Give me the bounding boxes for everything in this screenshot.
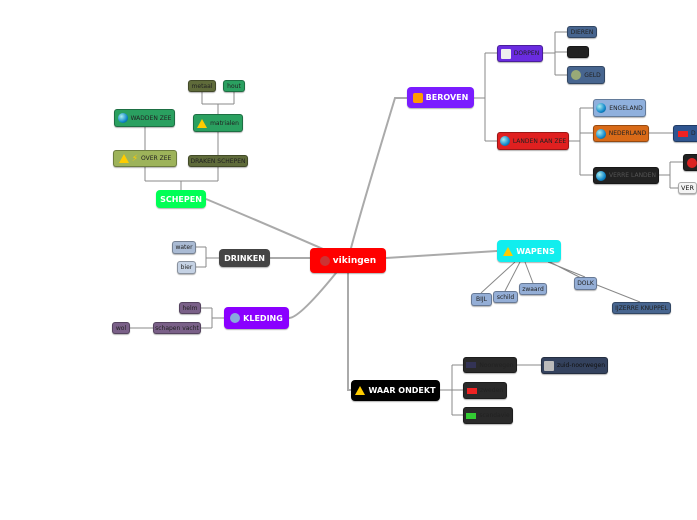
topic-label: BEROVEN [425,93,469,102]
topic-label: schild [496,293,515,301]
topic-label: zuid-noorwegen [556,362,606,369]
topic-label: DRAKEN SCHEPEN [190,157,246,165]
warning-icon [197,118,208,128]
topic-label: schapen vacht [155,324,199,332]
warning-icon [355,386,366,395]
no-entry-icon [687,157,697,168]
topic-noorwegen[interactable]: Noorwegen [463,357,517,373]
topic-label: DORPEN [513,50,540,57]
topic-bijl[interactable]: BIJL [471,293,492,306]
topic-label: metaal [191,82,213,90]
topic-wapens[interactable]: WAPENS [497,240,561,262]
topic-d[interactable]: D [673,125,697,142]
person-icon [230,313,241,323]
topic-schild[interactable]: schild [493,291,518,303]
topic-landen-aan-zee[interactable]: LANDEN AAN ZEE [497,132,569,150]
topic-label: IJZERRE KNUPPEL [615,304,668,312]
topic-verre-landen[interactable]: VERRE LANDEN [593,167,659,184]
globe-icon [596,103,607,113]
topic-label: bier [180,264,193,271]
topic-ijzerre-knuppel[interactable]: IJZERRE KNUPPEL [612,302,671,314]
checkbox-icon [543,360,554,371]
topic-label: water [175,244,193,251]
green-flag-icon [466,412,477,419]
topic-kleding[interactable]: KLEDING [224,307,289,329]
topic-eten[interactable]: ETEN [567,46,589,58]
topic-helm[interactable]: helm [179,302,201,314]
topic-geld[interactable]: GELD [567,66,605,84]
topic-metaal[interactable]: metaal [188,80,216,92]
warning-icon [503,246,514,256]
topic-wadden-zee[interactable]: WADDEN ZEE [114,109,175,127]
topic-label: hout [227,82,241,90]
note-icon [412,92,423,103]
topic-wol[interactable]: wol [112,322,130,334]
money-bag-icon [571,70,582,80]
central-topic-label: vikingen [332,255,377,266]
topic-label: SCHEPEN [160,194,202,204]
topic-label: LANDEN AAN ZEE [512,137,567,145]
topic-zweden[interactable]: zweden [463,382,507,399]
topic-dorpen[interactable]: DORPEN [497,45,543,62]
topic-label: wol [115,324,127,332]
topic-label: DIEREN [570,28,594,36]
warning-icon [118,154,129,163]
lightning-icon: ⚡ [131,153,139,164]
face-icon [319,255,330,266]
topic-bier[interactable]: bier [177,261,196,274]
topic-schepen[interactable]: SCHEPEN [156,190,206,208]
topic-label: DRINKEN [224,253,265,263]
red-flag-icon [678,130,688,137]
topic-label: helm [182,304,198,312]
topic-label: matrialen [210,119,239,127]
topic-no-entry[interactable] [683,154,697,171]
topic-label: KLEDING [243,313,283,323]
topic-zwaard[interactable]: zwaard [519,283,547,295]
globe-icon [117,113,128,123]
topic-drinken[interactable]: DRINKEN [219,249,270,267]
topic-label: scandavie [479,412,510,419]
topic-schapen-vacht[interactable]: schapen vacht [153,322,201,334]
topic-draken-schepen[interactable]: DRAKEN SCHEPEN [188,155,248,167]
topic-label: WAPENS [516,246,555,256]
house-icon [500,48,511,59]
topic-label: VER [680,184,695,192]
topic-waar-ondekt[interactable]: WAAR ONDEKT [351,380,440,401]
topic-engeland[interactable]: ENGELAND [593,99,646,117]
topic-water[interactable]: water [172,241,196,254]
topic-label: WADDEN ZEE [130,114,172,122]
topic-zuid-noorwegen[interactable]: zuid-noorwegen [541,357,608,374]
topic-label: D [691,130,696,137]
topic-label: WAAR ONDEKT [368,386,436,395]
globe-icon [499,136,510,146]
central-topic-vikingen[interactable]: vikingen [310,248,386,273]
topic-label: ETEN [570,48,586,56]
topic-label: zwaard [522,285,544,293]
topic-dieren[interactable]: DIEREN [567,26,597,38]
topic-scandavie[interactable]: scandavie [463,407,513,424]
topic-label: zweden [479,387,504,394]
topic-label: VERRE LANDEN [609,172,656,179]
topic-label: Noorwegen [479,361,514,369]
topic-label: GELD [584,71,601,79]
topic-ver[interactable]: VER [678,182,697,194]
topic-label: DOLK [577,280,594,287]
topic-label: OVER ZEE [141,155,172,162]
topic-label: BIJL [476,296,487,303]
topic-label: NEDERLAND [608,130,647,137]
globe-icon [596,170,607,181]
topic-over-zee[interactable]: ⚡OVER ZEE [113,150,177,167]
topic-beroven[interactable]: BEROVEN [407,87,474,108]
topic-hout[interactable]: hout [223,80,245,92]
topic-dolk[interactable]: DOLK [574,277,597,290]
red-flag-icon [466,387,477,394]
flag-icon [466,362,477,368]
topic-matrialen[interactable]: matrialen [193,114,243,132]
globe-icon [595,128,606,139]
topic-label: ENGELAND [609,104,643,112]
topic-nederland[interactable]: NEDERLAND [593,125,649,142]
